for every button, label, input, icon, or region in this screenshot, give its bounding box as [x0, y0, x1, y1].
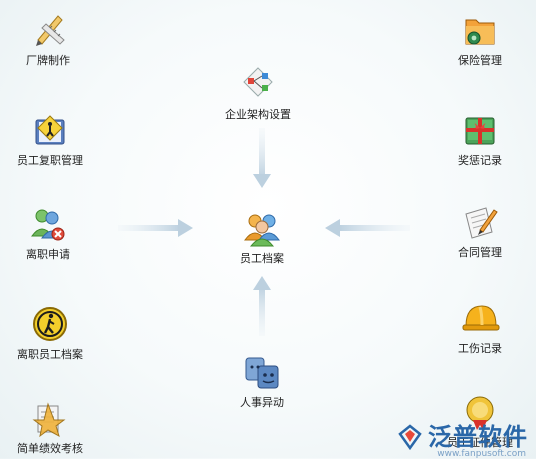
module-label: 离职员工档案: [17, 348, 83, 361]
module-org-setup[interactable]: 企业架构设置: [212, 64, 304, 122]
module-label: 厂牌制作: [26, 54, 70, 67]
module-label: 人事异动: [240, 396, 284, 409]
performance-check-icon: [32, 402, 66, 438]
module-transfer[interactable]: 人事异动: [216, 352, 308, 410]
module-resign-apply[interactable]: 离职申请: [2, 204, 94, 262]
ruler-pencil-icon: [36, 15, 65, 46]
module-label: 合同管理: [458, 246, 502, 259]
transfer-finder-icon: [245, 357, 279, 389]
folder-gear-icon: [465, 19, 495, 45]
module-resigned-archive[interactable]: 离职员工档案: [4, 304, 96, 362]
arrow-left-to-center: [325, 219, 410, 237]
arrow-up-to-center: [253, 276, 271, 336]
certificate-badge-icon: [466, 396, 494, 430]
users-remove-icon: [31, 209, 65, 241]
employees-group-icon: [244, 214, 280, 247]
module-label: 奖惩记录: [458, 154, 502, 167]
module-label: 保险管理: [458, 54, 502, 67]
module-injury[interactable]: 工伤记录: [434, 298, 526, 356]
brand-logo-icon: [398, 424, 422, 450]
module-certificate[interactable]: 员工证件管理: [434, 392, 526, 450]
module-label: 离职申请: [26, 248, 70, 261]
brand-site: www.fanpusoft.com: [437, 449, 526, 459]
person-sign-book-icon: [35, 115, 65, 145]
brand-name: 泛普软件: [428, 423, 528, 451]
brand-watermark: 泛普软件 www.fanpusoft.com: [398, 423, 528, 459]
module-label: 简单绩效考核: [17, 442, 83, 455]
contract-pen-icon: [465, 207, 498, 239]
module-label: 员工证件管理: [447, 436, 513, 449]
module-employee-archive[interactable]: 员工档案: [216, 208, 308, 266]
module-contract[interactable]: 合同管理: [434, 202, 526, 260]
module-label: 工伤记录: [458, 342, 502, 355]
org-chart-icon: [243, 67, 273, 97]
module-label: 员工复职管理: [17, 154, 83, 167]
module-label: 员工档案: [240, 252, 284, 265]
module-performance[interactable]: 简单绩效考核: [4, 398, 96, 456]
hard-hat-icon: [462, 305, 500, 331]
module-label: 企业架构设置: [225, 108, 291, 121]
arrow-down-to-center: [253, 128, 271, 188]
module-insurance[interactable]: 保险管理: [434, 10, 526, 68]
module-rewards[interactable]: 奖惩记录: [434, 110, 526, 168]
walking-man-sign-icon: [33, 307, 67, 341]
gift-book-icon: [465, 117, 495, 145]
module-factory-tag[interactable]: 厂牌制作: [2, 10, 94, 68]
arrow-right-to-center: [118, 219, 193, 237]
module-rehire[interactable]: 员工复职管理: [4, 110, 96, 168]
